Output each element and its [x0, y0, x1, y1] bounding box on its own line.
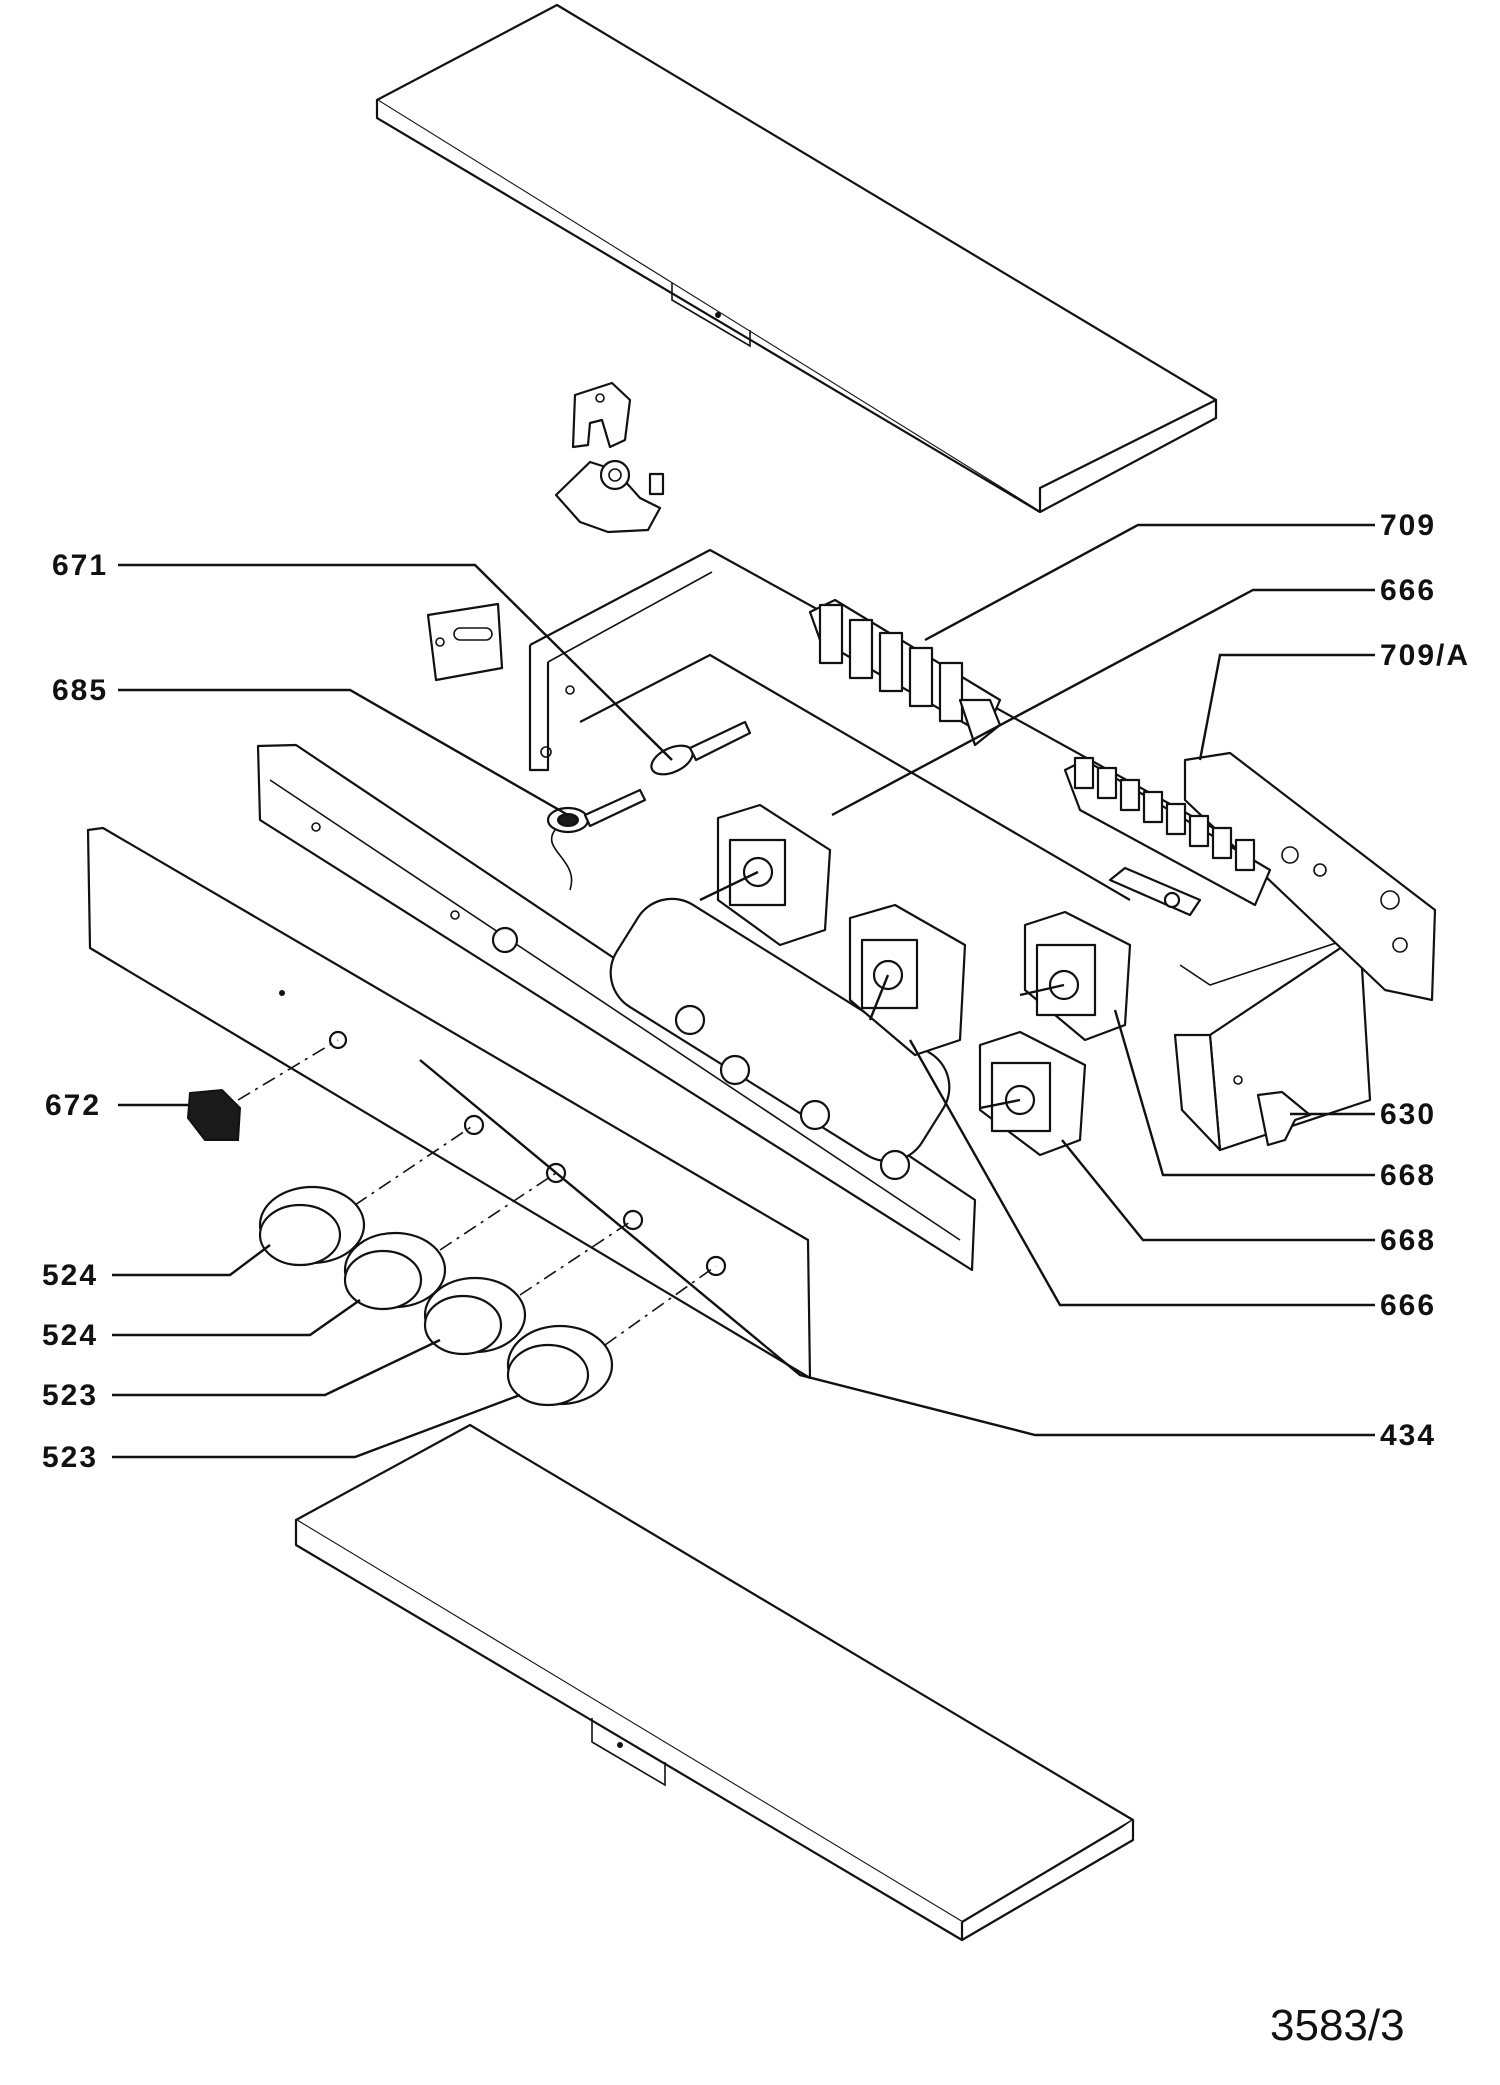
knob-524-a: [258, 1124, 475, 1267]
callout-685: 685: [52, 674, 108, 707]
lamp-holder-685: [546, 788, 647, 891]
regulator-666-bottom: [848, 903, 967, 1057]
regulator-668-upper: [1019, 910, 1132, 1042]
callout-524-a: 524: [42, 1259, 98, 1292]
cable-clamp-base: [554, 459, 665, 534]
knob-523-b: [506, 1265, 717, 1407]
regulator-666-top: [699, 803, 832, 947]
callout-523-b: 523: [42, 1441, 98, 1474]
leader-lines: [112, 523, 1375, 1459]
switch-bank-709: [808, 598, 1002, 747]
top-cover-panel: [375, 3, 1218, 514]
callout-668-b: 668: [1380, 1224, 1436, 1257]
bracket-630: [1256, 1090, 1312, 1147]
callout-671: 671: [52, 549, 108, 582]
callout-labels: 709 666 709/A 671 685 672 630 668 668 66…: [42, 509, 1470, 1474]
callout-524-b: 524: [42, 1319, 98, 1352]
callout-709: 709: [1380, 509, 1436, 542]
terminal-board-709a: [1183, 751, 1437, 1002]
indicator-lens-672: [186, 1039, 339, 1141]
terminal-block: [1063, 756, 1272, 917]
callout-434: 434: [1380, 1419, 1436, 1452]
knob-524-b: [343, 1172, 557, 1311]
bottom-cover-panel: [294, 1423, 1135, 1942]
callout-709a: 709/A: [1380, 639, 1470, 672]
control-panel-434: [256, 743, 977, 1272]
knob-523-a: [423, 1219, 634, 1356]
rear-frame-right: [1173, 933, 1372, 1152]
callout-523-a: 523: [42, 1379, 98, 1412]
callout-668-a: 668: [1380, 1159, 1436, 1192]
callout-666-top: 666: [1380, 574, 1436, 607]
cable-clamp-top: [571, 381, 632, 449]
regulator-668-lower: [978, 1030, 1087, 1157]
callout-672: 672: [45, 1089, 101, 1122]
document-number: 3583/3: [1270, 2001, 1405, 2050]
side-bracket-left: [426, 602, 504, 682]
callout-630: 630: [1380, 1098, 1436, 1131]
callout-666-bottom: 666: [1380, 1289, 1436, 1322]
